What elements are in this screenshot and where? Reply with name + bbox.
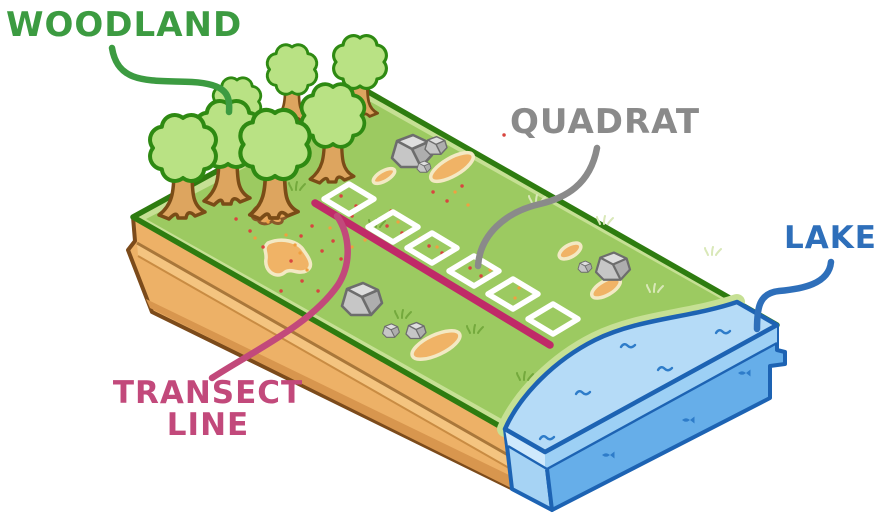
rock bbox=[594, 251, 632, 281]
rock bbox=[405, 321, 427, 340]
quadrat-leader-line bbox=[474, 144, 601, 270]
rock bbox=[382, 323, 400, 338]
quadrats bbox=[321, 181, 581, 337]
rock bbox=[416, 160, 432, 173]
lake-leader-line bbox=[753, 258, 835, 333]
quadrat-frame bbox=[321, 181, 377, 217]
quadrat-label: QUADRAT bbox=[510, 102, 701, 142]
quadrat-frame bbox=[525, 301, 581, 337]
transect-label-word1: TRANSECT bbox=[112, 375, 304, 411]
rock bbox=[577, 260, 593, 273]
woodland-leader-line bbox=[108, 44, 233, 116]
quadrat-frame bbox=[365, 209, 421, 245]
rock bbox=[424, 135, 448, 155]
quadrat-frame bbox=[404, 230, 460, 266]
woodland-label: WOODLAND bbox=[6, 5, 243, 45]
quadrat-frame bbox=[485, 276, 541, 312]
soil-side-face bbox=[126, 215, 515, 491]
lake-label: LAKE bbox=[784, 220, 877, 256]
rock bbox=[340, 281, 384, 317]
transect-label-word2: LINE bbox=[166, 407, 250, 444]
lake-water-surface bbox=[502, 299, 780, 455]
transect-leader-line bbox=[208, 212, 351, 382]
transect-line-label: TRANSECT LINE bbox=[103, 377, 313, 441]
lake bbox=[502, 299, 787, 512]
quadrat-frame bbox=[446, 253, 502, 289]
